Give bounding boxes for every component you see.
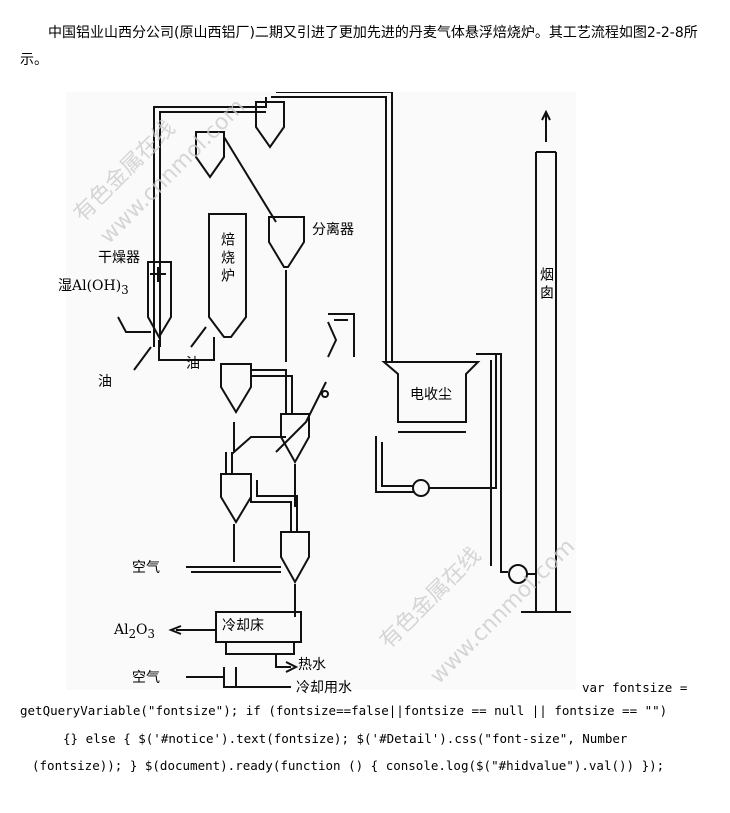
product-al: Al xyxy=(114,622,129,638)
label-esp: 电收尘 xyxy=(410,387,452,403)
label-dryer: 干燥器 xyxy=(98,250,140,266)
wet-feed-text: 湿Al(OH) xyxy=(58,278,122,294)
label-separator: 分离器 xyxy=(312,222,354,238)
code-line-3: {} else { $('#notice').text(fontsize); $… xyxy=(63,731,628,746)
product-sub-3: 3 xyxy=(147,626,155,641)
label-cooling-water: 冷却用水 xyxy=(296,680,352,696)
product-sub-2: 2 xyxy=(128,626,137,641)
product-o: O xyxy=(136,622,148,638)
wet-feed-sub: 3 xyxy=(121,282,129,297)
label-cooling-bed: 冷却床 xyxy=(222,618,264,634)
label-wet-feed: 湿Al(OH)3 xyxy=(58,278,129,299)
code-line-2: getQueryVariable("fontsize"); if (fontsi… xyxy=(20,703,668,718)
label-hot-water: 热水 xyxy=(298,657,326,673)
label-calciner: 焙烧炉 xyxy=(219,232,235,286)
label-air-1: 空气 xyxy=(132,560,160,576)
intro-paragraph: 中国铝业山西分公司(原山西铝厂)二期又引进了更加先进的丹麦气体悬浮焙烧炉。其工艺… xyxy=(20,25,698,68)
code-line-4: (fontsize)); } $(document).ready(functio… xyxy=(32,758,665,773)
code-line-1: var fontsize = xyxy=(582,680,688,695)
label-oil-1: 油 xyxy=(98,374,112,390)
label-oil-2: 油 xyxy=(186,356,200,372)
label-product: Al2O3 xyxy=(114,622,155,643)
label-chimney: 烟囱 xyxy=(538,267,554,303)
label-air-2: 空气 xyxy=(132,670,160,686)
diagram-lines xyxy=(117,92,571,688)
process-flow-diagram: 有色金属在线 www.cnnmol.com 有色金属在线 www.cnnmol.… xyxy=(58,92,580,696)
